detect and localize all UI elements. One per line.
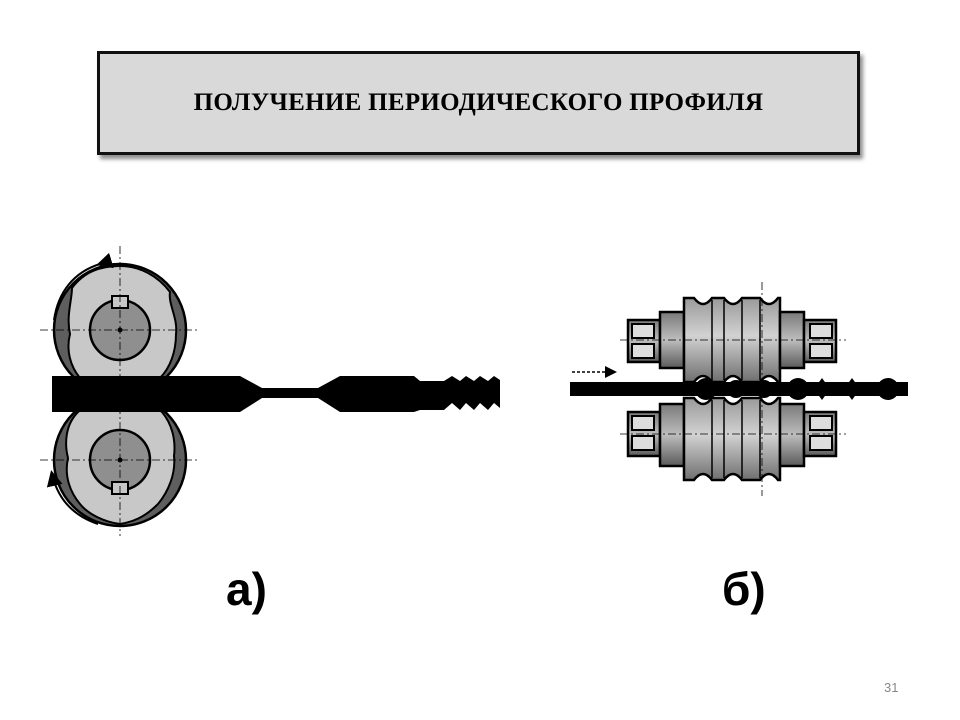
page-number: 31 xyxy=(884,680,899,695)
diagram-b xyxy=(570,282,908,496)
diagram-b-label: б) xyxy=(722,563,766,615)
center-lines-b xyxy=(620,282,846,496)
center-lines-a xyxy=(40,246,200,536)
upper-roll-rotation-arrow xyxy=(53,252,114,321)
slide-title: ПОЛУЧЕНИЕ ПЕРИОДИЧЕСКОГО ПРОФИЛЯ xyxy=(193,89,764,116)
title-box: ПОЛУЧЕНИЕ ПЕРИОДИЧЕСКОГО ПРОФИЛЯ xyxy=(97,51,860,155)
diagram-a-label: а) xyxy=(226,563,267,615)
diagram-a xyxy=(40,246,500,536)
workpiece-a xyxy=(52,376,500,412)
lower-roll-rotation-arrow xyxy=(46,470,99,525)
lower-roll-b xyxy=(626,396,838,482)
workpiece-b xyxy=(570,378,908,400)
